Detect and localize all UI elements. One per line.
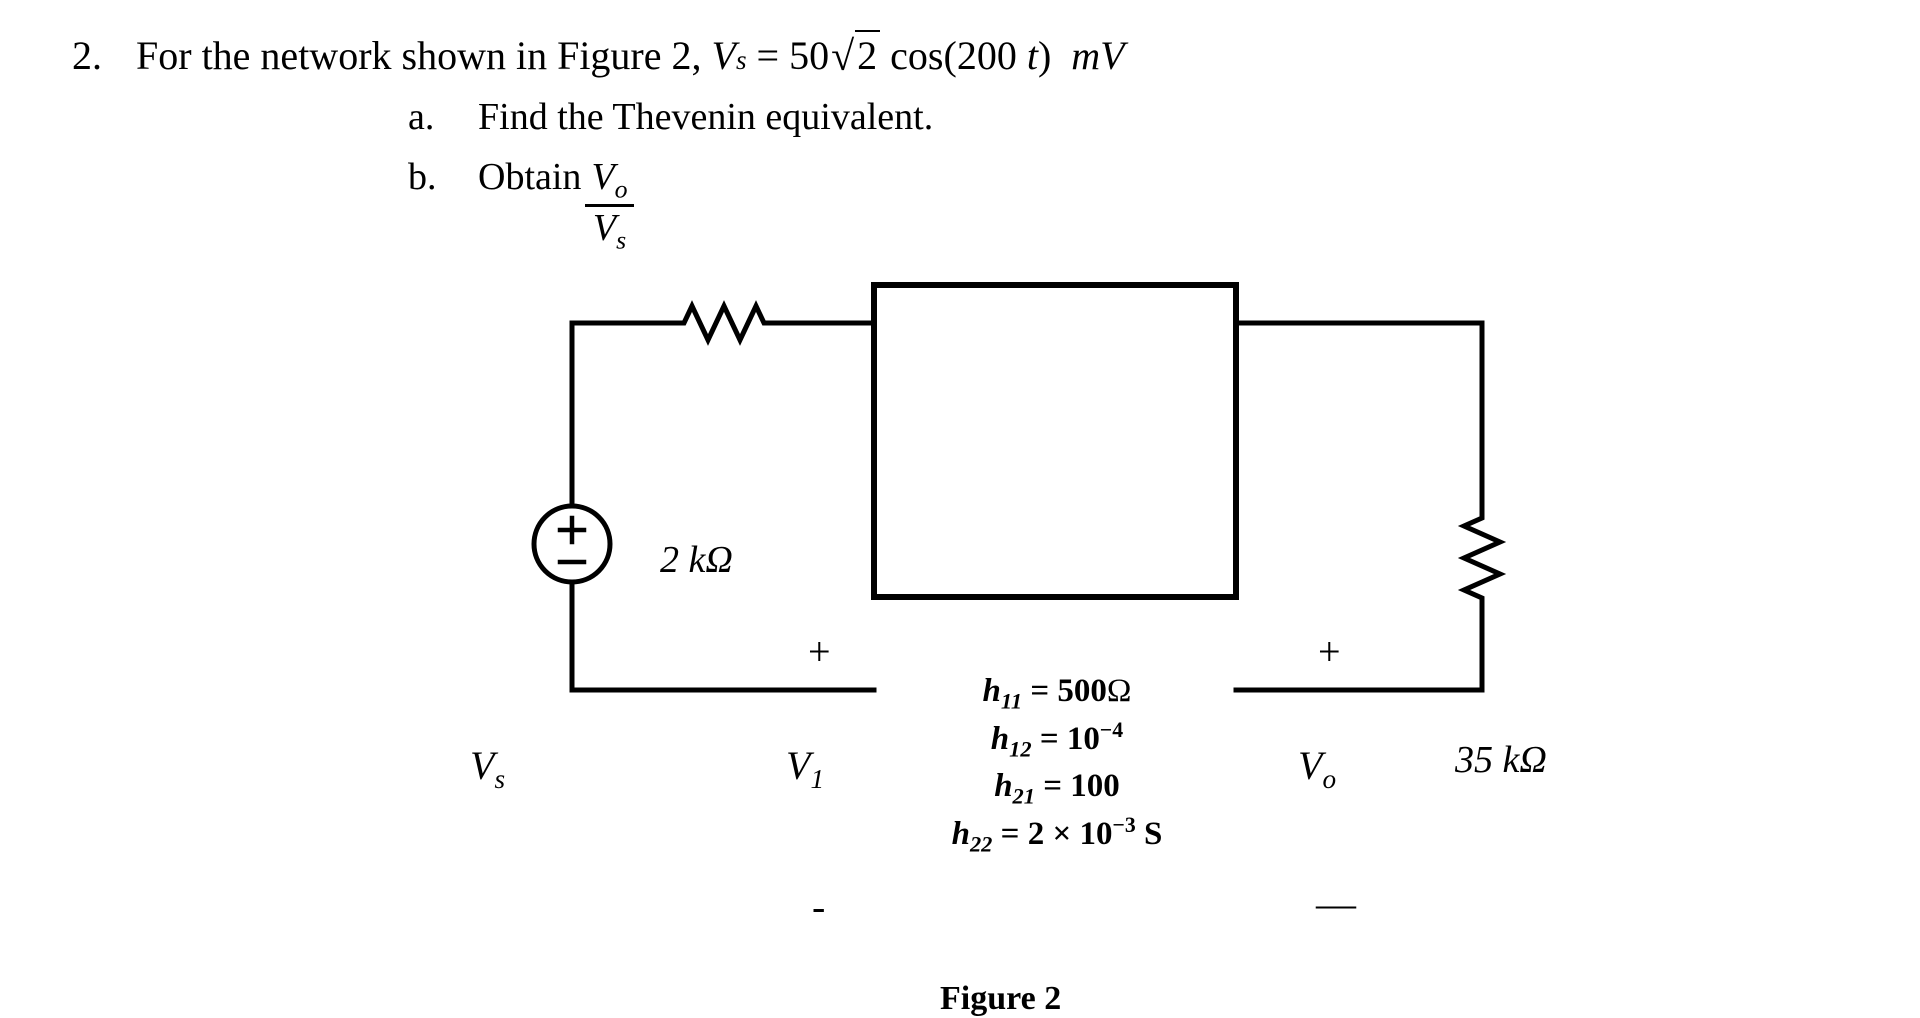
fraction-denominator-sub: s [616,225,627,255]
h12-equals: = [1039,721,1059,758]
circuit-diagram: 2 kΩ 35 kΩ Vs + V1 - + Vo — h11 = 500Ω h… [0,230,1920,1017]
cosine-term: cos(200 [890,33,1017,78]
sub-item-a: a. Find the Thevenin equivalent. [408,95,933,139]
h-parameter-row-h11: h11 = 500Ω [878,670,1236,716]
h22-exponent: −3 [1112,813,1136,838]
input-port-label-var: V [786,743,811,788]
input-port-voltage-label: V1 [786,742,824,795]
problem-number: 2. [72,33,102,78]
output-port-label-sub: o [1322,764,1337,794]
series-resistor-symbol [669,300,779,346]
h22-unit: S [1144,816,1163,853]
sub-item-b-marker: b. [408,156,437,198]
source-label-var: V [470,743,495,788]
output-port-minus-sign: — [1316,881,1356,926]
h11-unit: Ω [1106,673,1132,709]
source-voltage-symbol: V [711,33,736,78]
source-label: Vs [470,742,505,795]
fraction-denominator: Vs [587,207,632,254]
source-label-sub: s [494,764,506,794]
equals-sign: = [756,33,780,78]
h21-subscript: 21 [1012,783,1035,809]
h-parameter-row-h22: h22 = 2 × 10−3 S [878,811,1236,859]
h11-equals: = [1030,673,1050,709]
h11-subscript: 11 [1000,688,1023,714]
two-port-box [871,282,1239,600]
source-plus-icon [557,515,587,545]
h11-value: 500 [1057,673,1107,709]
fraction-denominator-var: V [592,206,617,249]
load-resistor-label: 35 kΩ [1455,739,1547,781]
fraction-numerator-var: V [591,156,615,198]
input-port-label-sub: 1 [810,764,825,794]
h12-subscript: 12 [1009,737,1032,763]
transfer-function-fraction: Vo Vs [585,156,634,254]
h21-equals: = [1043,767,1063,804]
time-variable: t [1026,33,1038,78]
voltage-source-circle [531,503,613,585]
output-port-label-var: V [1298,743,1323,788]
radical-icon: √ [831,34,855,80]
output-port-plus-sign: + [1318,629,1341,674]
sub-item-b-text: Obtain [478,156,582,198]
sub-item-a-marker: a. [408,96,435,138]
sub-item-a-text: Find the Thevenin equivalent. [478,96,934,138]
h22-symbol: h [951,816,970,853]
h-parameter-row-h12: h12 = 10−4 [878,716,1236,764]
h21-value: 100 [1070,767,1120,804]
fraction-numerator: Vo [585,156,633,204]
close-paren: ) [1037,33,1052,78]
units-label: mV [1071,33,1125,78]
input-port-plus-sign: + [808,629,831,674]
h21-symbol: h [994,767,1013,804]
output-port-voltage-label: Vo [1298,742,1336,795]
h22-subscript: 22 [969,831,993,857]
h12-exponent: −4 [1099,718,1124,743]
circuit-svg [531,282,1507,693]
h12-value: 10 [1066,721,1100,758]
source-voltage-subscript: s [735,45,747,75]
h-parameter-row-h21: h21 = 100 [878,765,1236,811]
h11-symbol: h [982,673,1001,709]
h12-symbol: h [990,721,1010,758]
fraction-numerator-sub: o [614,174,628,204]
sub-item-b: b. Obtain Vo Vs [408,155,638,253]
square-root-expression: √2 [829,30,881,80]
radicand-value: 2 [855,30,881,79]
figure-caption: Figure 2 [940,980,1062,1017]
series-resistor-label: 2 kΩ [660,539,733,581]
amplitude-value: 50 [789,33,830,78]
h22-equals: = [1000,816,1020,853]
fraction-bar [585,203,634,207]
problem-statement-text: For the network shown in Figure 2, [136,33,702,78]
load-resistor-symbol [1457,503,1507,613]
h22-value: 2 × 10 [1027,816,1113,853]
input-port-minus-sign: - [812,884,826,929]
h-parameters-list: h11 = 500Ω h12 = 10−4 h21 = 100 h22 = 2 … [878,670,1236,860]
